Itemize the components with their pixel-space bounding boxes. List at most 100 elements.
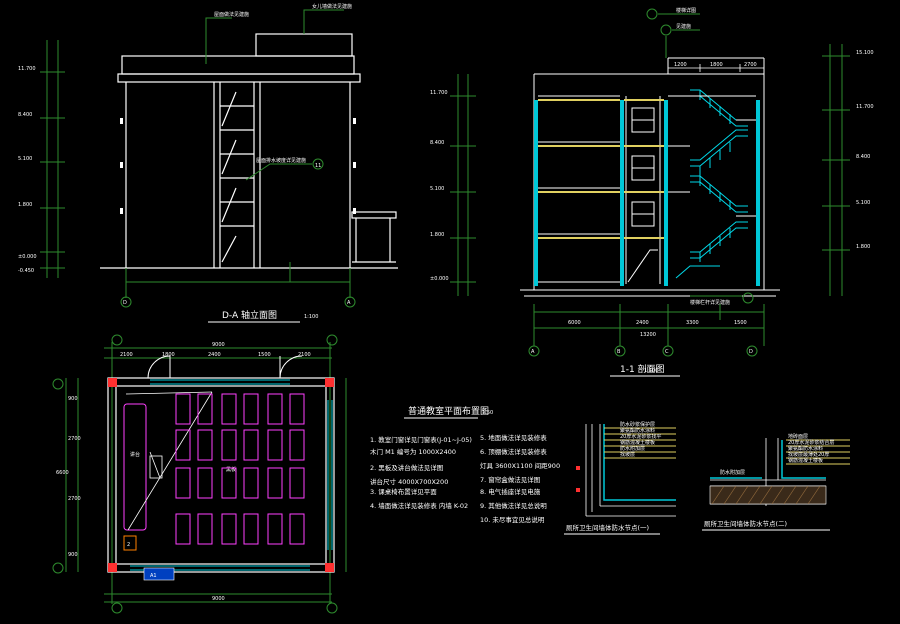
- elev-level-1: 11.700: [18, 66, 36, 72]
- section-bottom-dim-lines: [533, 304, 765, 346]
- elevation-scale: 1:100: [304, 314, 318, 320]
- section-floor-slabs: [538, 99, 664, 239]
- desk: [289, 429, 305, 461]
- section-level-left-4: 1.800: [430, 232, 444, 238]
- section-top-dim-3: 2700: [744, 62, 757, 68]
- plan-top-dim-2: 1800: [162, 352, 175, 358]
- elev-level-2: 8.400: [18, 112, 32, 118]
- section-callout-1: 楼梯详图: [676, 7, 696, 14]
- plan-overall-dim: 9000: [212, 342, 225, 348]
- desk: [243, 513, 259, 545]
- section-axis-b: B: [617, 349, 621, 355]
- elev-parapet-note: 女儿墙做法见建施: [312, 3, 352, 10]
- section-cut-elements: [534, 100, 760, 286]
- note-right-2: 6. 顶棚做法详见装修表: [480, 447, 547, 456]
- section-note: 楼梯栏杆详见建施: [690, 299, 730, 306]
- desk: [243, 429, 259, 461]
- detail-2-leaders: [786, 439, 850, 465]
- notes-scale: 1:50: [482, 410, 493, 416]
- section-landings: [668, 95, 756, 217]
- section-top-dim-2: 1800: [710, 62, 723, 68]
- section-total-dim: 13200: [640, 332, 656, 338]
- section-level-right-4: 5.100: [856, 200, 870, 206]
- desk: [175, 513, 191, 545]
- note-left-6: 4. 墙面做法详见装修表 内墙 K-02: [370, 501, 468, 510]
- desk: [175, 393, 191, 425]
- elevation-outline: [100, 33, 398, 269]
- elevation-leaders: [125, 9, 351, 298]
- section-level-right-2: 11.700: [856, 104, 874, 110]
- elev-level-4: 1.800: [18, 202, 32, 208]
- desk: [289, 467, 305, 499]
- desk: [243, 393, 259, 425]
- section-title: 1-1 剖面图: [620, 363, 665, 375]
- section-axis-d: D: [749, 349, 753, 355]
- section-level-right-1: 15.100: [856, 50, 874, 56]
- section-stair: [675, 89, 748, 279]
- section-level-left-3: 5.100: [430, 186, 444, 192]
- detail-2-membrane: [710, 440, 826, 479]
- note-left-1: 1. 教室门窗详见门窗表(J-01~J-05): [370, 435, 472, 444]
- section-top-dim-line: [667, 64, 765, 72]
- desk: [175, 467, 191, 499]
- desk: [221, 393, 237, 425]
- section-level-right-3: 8.400: [856, 154, 870, 160]
- elev-roof-note: 屋面做法见建施: [214, 11, 249, 18]
- desk: [221, 429, 237, 461]
- elev-callout: 屋面排水坡度详见建施: [256, 157, 306, 164]
- elev-level-6: -0.450: [18, 268, 34, 274]
- detail-1-layer-2: 聚氨酯防水涂料: [620, 427, 655, 434]
- plan-walls: [107, 377, 335, 573]
- section-windows: [627, 107, 658, 283]
- desk: [197, 467, 213, 499]
- elev-axis-left: D: [123, 300, 127, 306]
- plan-side-dim-3: 2700: [68, 496, 81, 502]
- note-right-3: 灯具 3600X1100 间距900: [480, 461, 560, 470]
- note-right-1: 5. 地面做法详见装修表: [480, 433, 547, 442]
- elevation-dim-left: [40, 40, 65, 278]
- plan-top-dim-5: 2100: [298, 352, 311, 358]
- note-left-4: 讲台尺寸 4000X700X200: [370, 477, 448, 486]
- notes-block: 普通教室平面布置图 1:50 1. 教室门窗详见门窗表(J-01~J-05) 木…: [370, 405, 560, 524]
- note-left-5: 3. 课桌椅布置详见平面: [370, 487, 437, 496]
- elevation-title: D-A 轴立面图: [222, 309, 277, 321]
- plan-view: 2100 1800 2400 1500 2100 9000 9000 900 2…: [52, 334, 347, 614]
- detail-2-layer-4: 找坡层最薄处20厚: [788, 451, 829, 458]
- plan-side-dim-1: 900: [68, 396, 78, 402]
- section-level-left-1: 11.700: [430, 90, 448, 96]
- elevation-view: 11.700 8.400 5.100 1.800 ±0.000 -0.450: [18, 3, 398, 323]
- section-bottom-dim-3: 3300: [686, 320, 699, 326]
- desk: [221, 513, 237, 545]
- section-callouts: [646, 8, 754, 304]
- elev-level-3: 5.100: [18, 156, 32, 162]
- section-bottom-dim-1: 6000: [568, 320, 581, 326]
- elev-axis-right: A: [347, 300, 351, 306]
- detail-1-layer-6: 找坡层: [620, 451, 635, 458]
- detail-1: 防水砂浆保护层 聚氨酯防水涂料 20厚水泥砂浆找平 钢筋混凝土楼板 防水附加层 …: [564, 421, 676, 535]
- section-bottom-dim-2: 2400: [636, 320, 649, 326]
- plan-side-dim-2: 2700: [68, 436, 81, 442]
- detail-1-layer-5: 防水附加层: [620, 445, 645, 452]
- notes-title: 普通教室平面布置图: [408, 405, 489, 417]
- elevation-wall-marks: [120, 118, 356, 214]
- desk: [197, 513, 213, 545]
- plan-columns: [108, 378, 334, 572]
- note-right-6: 9. 其他做法详见总说明: [480, 501, 547, 510]
- note-right-5: 8. 电气插座详见电施: [480, 487, 541, 496]
- detail-1-layer-1: 防水砂浆保护层: [620, 421, 655, 428]
- section-scale: 1:100: [644, 368, 658, 374]
- desk: [175, 429, 191, 461]
- desk: [243, 467, 259, 499]
- note-right-4: 7. 窗帘盒做法见详图: [480, 475, 540, 484]
- plan-top-dim-1: 2100: [120, 352, 133, 358]
- plan-podium-label: 讲台: [130, 451, 140, 458]
- section-axis-c: C: [665, 349, 669, 355]
- plan-side-total: 6600: [56, 470, 69, 476]
- note-left-2: 木门 M1 编号为 1000X2400: [370, 447, 456, 456]
- detail-1-membrane: [603, 424, 676, 501]
- note-left-3: 2. 黑板及讲台做法见详图: [370, 463, 443, 472]
- desk: [289, 513, 305, 545]
- plan-door-swings: [147, 355, 303, 379]
